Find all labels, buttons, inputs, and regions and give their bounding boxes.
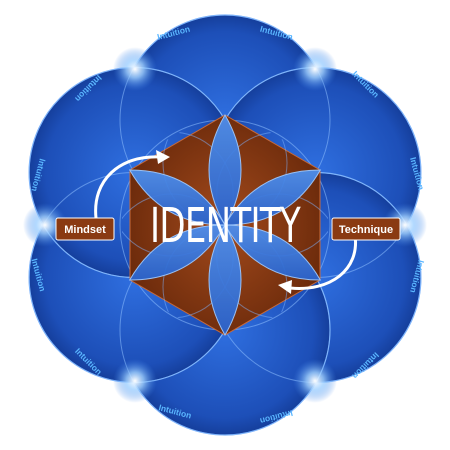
arrow-technique-to-identity — [278, 233, 358, 294]
technique-label: Technique — [339, 224, 393, 236]
glow-point-3 — [293, 358, 337, 403]
mindset-tag: Mindset — [55, 217, 115, 241]
petal-6 — [128, 169, 226, 226]
glow-point-6 — [113, 47, 157, 92]
petal-4 — [208, 224, 242, 336]
arrow-mindset-to-identity — [94, 150, 170, 220]
petal-5 — [128, 224, 226, 281]
center-title: IDENTITY — [150, 198, 301, 254]
glow-point-4 — [113, 358, 157, 403]
central-petals — [122, 106, 328, 345]
glow-point-1 — [293, 47, 337, 92]
petal-3 — [224, 224, 322, 281]
petal-2 — [224, 169, 322, 226]
mindset-label: Mindset — [64, 224, 106, 236]
technique-tag: Technique — [331, 217, 401, 241]
petal-1 — [208, 114, 242, 226]
